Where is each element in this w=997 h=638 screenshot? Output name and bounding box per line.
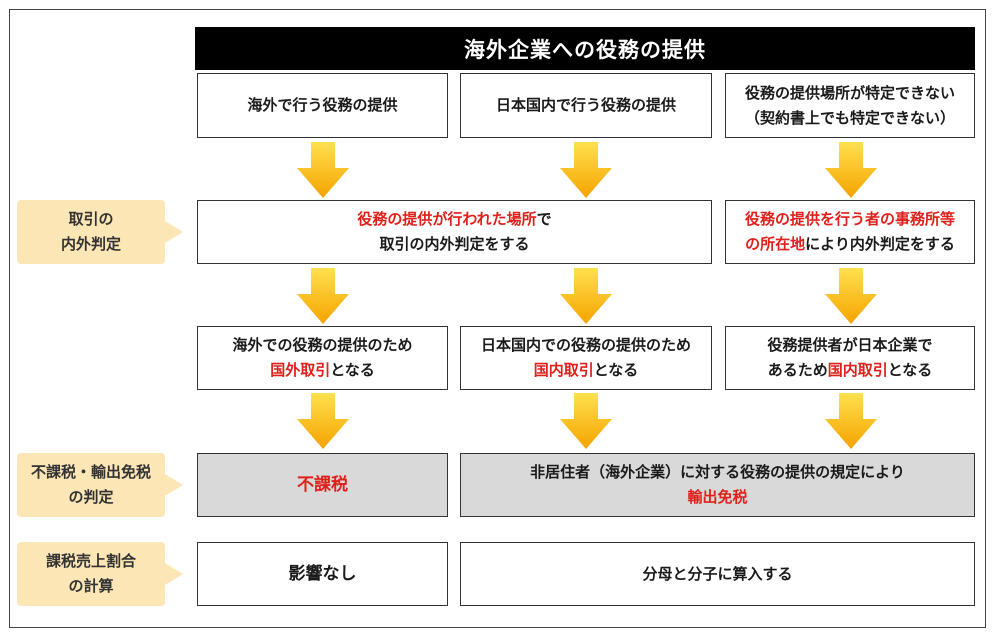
down-arrow-icon	[825, 268, 877, 324]
box-not-taxable: 不課税	[197, 453, 448, 517]
highlight-text: 国内取引	[533, 361, 594, 379]
label-transaction-determination: 取引の 内外判定	[17, 200, 183, 264]
down-arrow-icon	[560, 393, 612, 449]
box-unspecified-location: 役務の提供場所が特定できない （契約書上でも特定できない）	[725, 73, 975, 138]
box-line: の所在地により内外判定をする	[745, 232, 955, 257]
down-arrow-icon	[297, 393, 349, 449]
highlight-text: 不課税	[297, 474, 348, 495]
box-text: 海外で行う役務の提供	[247, 96, 398, 115]
highlight-text: 役務の提供を行う者の事務所等	[744, 210, 955, 229]
diagram-title: 海外企業への役務の提供	[195, 27, 975, 70]
box-overseas-service: 海外で行う役務の提供	[197, 73, 448, 138]
box-domestic-service: 日本国内で行う役務の提供	[460, 73, 712, 138]
box-text: となる	[593, 361, 639, 379]
box-line: 国内取引となる	[534, 358, 639, 383]
down-arrow-icon	[297, 142, 349, 198]
label-line: 課税売上割合	[45, 552, 136, 571]
box-export-exemption: 非居住者（海外企業）に対する役務の提供の規定により 輸出免税	[460, 453, 975, 517]
box-line: 役務の提供が行われた場所で	[357, 207, 551, 232]
label-taxable-sales-ratio: 課税売上割合 の計算	[17, 542, 183, 606]
label-line: 取引の	[68, 210, 114, 229]
box-text: 取引の内外判定をする	[379, 235, 530, 253]
box-place-of-service-rule: 役務の提供が行われた場所で 取引の内外判定をする	[197, 200, 712, 264]
box-text: 非居住者（海外企業）に対する役務の提供の規定により	[530, 463, 905, 482]
label-line: の判定	[68, 488, 114, 506]
box-text: （契約書上でも特定できない）	[744, 108, 955, 127]
label-line: の計算	[68, 577, 114, 595]
box-text: 影響なし	[288, 563, 357, 584]
box-text: あるため	[767, 361, 828, 379]
down-arrow-icon	[825, 142, 877, 198]
label-line: 不課税・輸出免税	[30, 463, 151, 482]
box-text: で	[536, 210, 552, 229]
highlight-text: の所在地	[745, 235, 806, 253]
down-arrow-icon	[560, 142, 612, 198]
highlight-text: 輸出免税	[687, 488, 748, 506]
box-text: 役務提供者が日本企業で	[767, 336, 933, 355]
box-line: 国外取引となる	[270, 358, 375, 383]
box-text: 日本国内での役務の提供のため	[480, 336, 691, 355]
box-text: 分母と分子に算入する	[642, 564, 793, 583]
box-japanese-provider-transaction: 役務提供者が日本企業で あるため国内取引となる	[725, 326, 975, 390]
box-include-in-ratio: 分母と分子に算入する	[460, 542, 975, 606]
box-text: 海外での役務の提供のため	[232, 336, 413, 355]
box-text: 役務の提供場所が特定できない	[744, 83, 955, 102]
down-arrow-icon	[297, 268, 349, 324]
box-domestic-transaction: 日本国内での役務の提供のため 国内取引となる	[460, 326, 712, 390]
box-text: 日本国内で行う役務の提供	[495, 96, 676, 115]
box-foreign-transaction: 海外での役務の提供のため 国外取引となる	[197, 326, 448, 390]
label-tax-exemption-determination: 不課税・輸出免税 の判定	[17, 453, 183, 517]
box-no-effect: 影響なし	[197, 542, 448, 606]
down-arrow-icon	[560, 268, 612, 324]
box-text: となる	[887, 361, 933, 379]
highlight-text: 国内取引	[827, 361, 888, 379]
highlight-text: 国外取引	[270, 361, 331, 379]
down-arrow-icon	[825, 393, 877, 449]
box-text: により内外判定をする	[805, 235, 955, 253]
highlight-text: 役務の提供が行われた場所	[357, 210, 537, 229]
box-text: となる	[330, 361, 375, 379]
box-office-location-rule: 役務の提供を行う者の事務所等 の所在地により内外判定をする	[725, 200, 975, 264]
label-line: 内外判定	[60, 235, 121, 253]
box-line: あるため国内取引となる	[768, 358, 933, 383]
